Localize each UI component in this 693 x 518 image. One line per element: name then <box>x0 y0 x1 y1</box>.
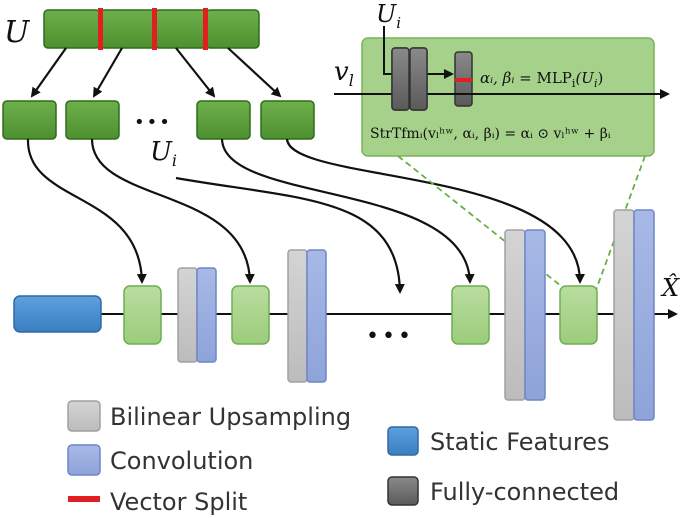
upsample-conv-stage-3 <box>504 229 546 401</box>
u-i-top-label: Ui <box>376 0 401 32</box>
svg-text:Fully-connected: Fully-connected <box>430 478 619 506</box>
svg-text:Convolution: Convolution <box>110 447 253 475</box>
legend: Bilinear Upsampling Convolution Vector S… <box>67 400 619 516</box>
ellipsis-mid: ••• <box>366 324 414 349</box>
upsample-conv-stage-1 <box>177 267 217 363</box>
strtfm-formula: StrTfmᵢ(vₗʰʷ, αᵢ, βᵢ) = αᵢ ⊙ vₗʰʷ + βᵢ <box>370 126 611 142</box>
legend-item-static-features: Static Features <box>387 426 609 456</box>
u-i-to-mlp-arrow <box>383 26 454 79</box>
legend-item-vector-split: Vector Split <box>68 488 247 516</box>
strtfm-block-2 <box>231 285 270 345</box>
legend-item-bilinear-upsampling: Bilinear Upsampling <box>67 400 351 432</box>
strtfm-blocks <box>123 285 598 345</box>
strtfm-block-3 <box>451 285 490 345</box>
upsample-conv-stage-4 <box>613 209 655 421</box>
v-l-label: vl <box>334 57 354 90</box>
chunk-to-strtfm-arrows <box>26 138 585 294</box>
mlp-output-split <box>455 78 472 82</box>
svg-text:Static Features: Static Features <box>430 428 609 456</box>
u-vector-label: U <box>4 15 31 50</box>
legend-item-convolution: Convolution <box>67 444 253 476</box>
legend-item-fully-connected: Fully-connected <box>387 476 619 506</box>
vector-split-1 <box>98 8 103 50</box>
static-features-block <box>13 295 102 333</box>
upsample-conv-stage-2 <box>287 249 327 383</box>
strtfm-block-4 <box>559 285 598 345</box>
mlp-output-vector <box>454 51 473 107</box>
u-i-chunks <box>2 100 315 140</box>
x-hat-label: X̂ <box>660 274 680 302</box>
vector-split-3 <box>203 8 208 50</box>
strtfm-inset-box <box>361 37 655 157</box>
ellipsis-top: ••• <box>134 112 172 133</box>
mlp-equation: αᵢ, βᵢ = MLPi(Ui) <box>480 69 603 90</box>
vector-split-2 <box>152 8 157 50</box>
svg-text:Vector Split: Vector Split <box>110 488 247 516</box>
svg-text:Bilinear Upsampling: Bilinear Upsampling <box>110 403 351 431</box>
u-i-mid-label: Ui <box>150 137 177 170</box>
u-vector <box>43 8 260 50</box>
strtfm-block-1 <box>123 285 162 345</box>
split-arrows <box>30 47 282 98</box>
